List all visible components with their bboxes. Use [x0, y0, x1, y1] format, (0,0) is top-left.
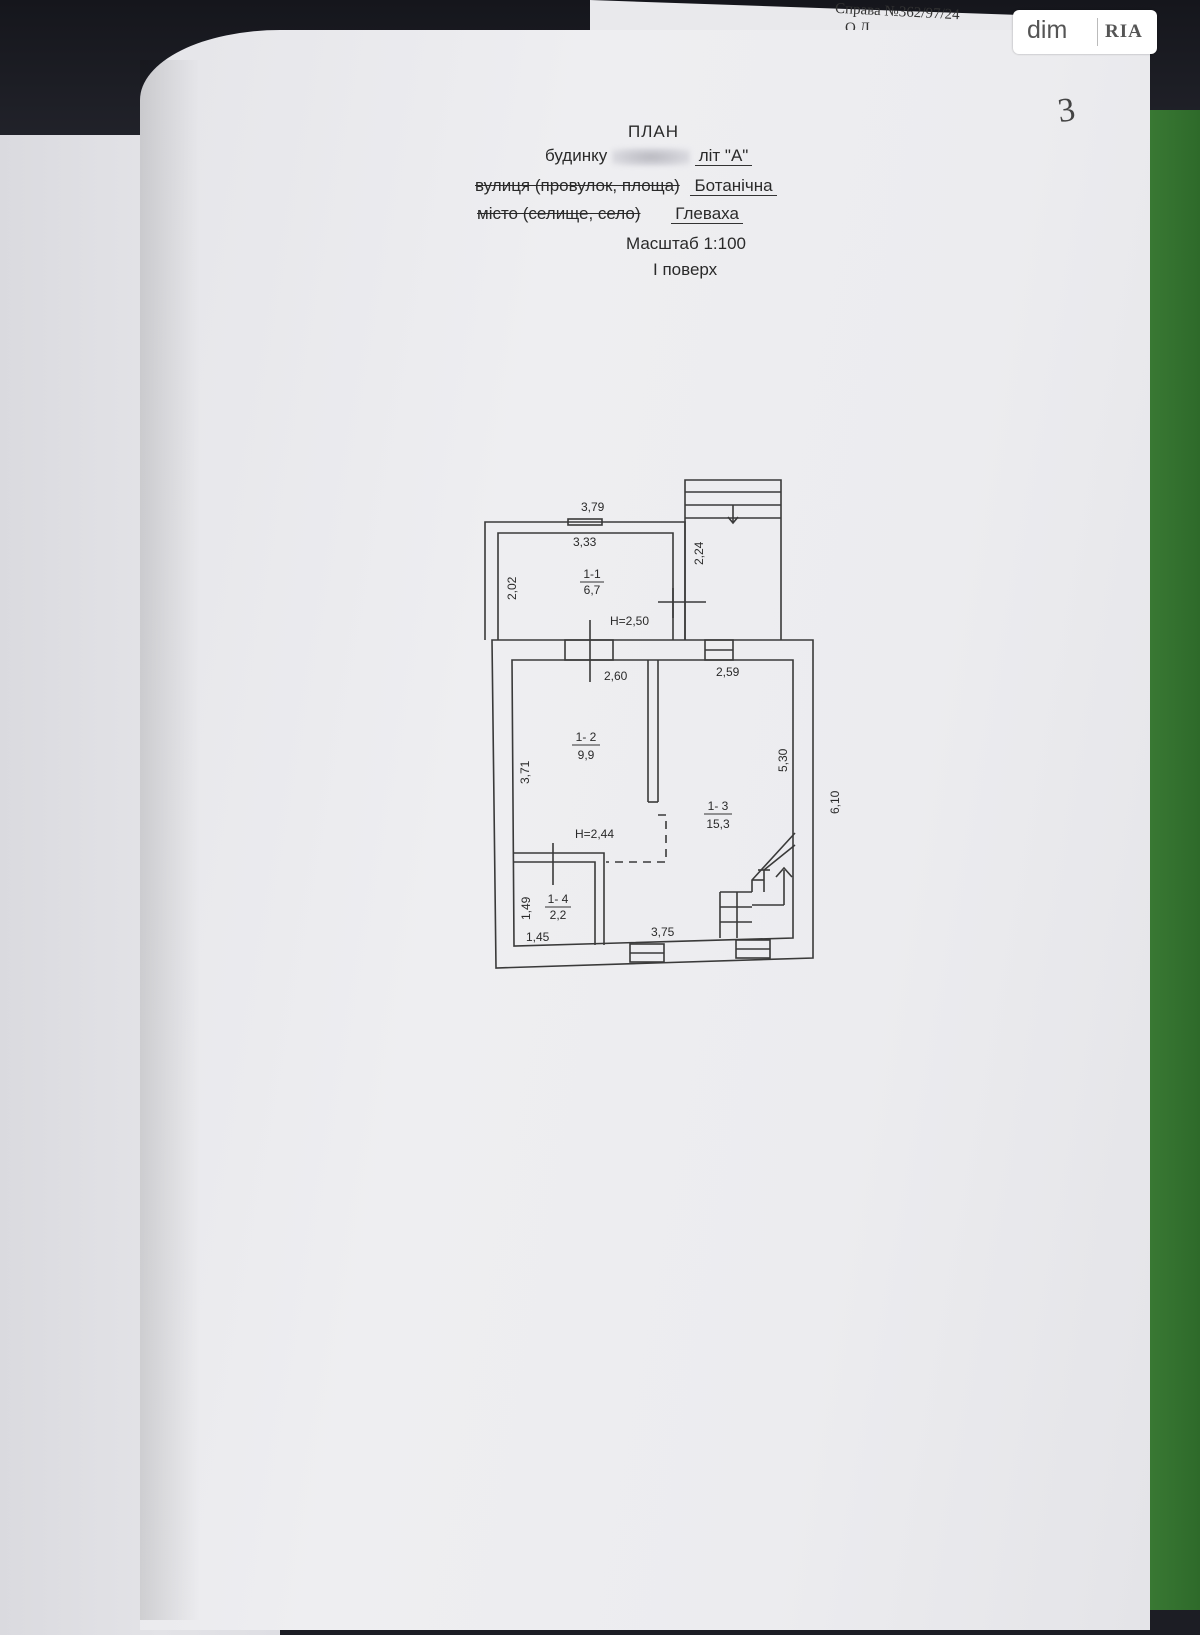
floor-label: I поверх [653, 260, 718, 279]
plan-title: ПЛАН [628, 122, 679, 141]
city-label: місто (селище, село) [477, 204, 641, 223]
stair-upper-edge-2 [763, 844, 796, 892]
dim-room-1-1-height: 2,02 [505, 576, 519, 600]
dim-room-1-4-width: 1,45 [526, 930, 550, 944]
dim-room-1-3-width: 2,59 [716, 665, 740, 679]
dim-outer-height: 6,10 [828, 790, 842, 814]
height-room-1-1: H=2,50 [610, 614, 649, 628]
height-room-1-2: H=2,44 [575, 827, 614, 841]
room-1-2-area: 9,9 [578, 748, 595, 762]
window-room-1-1 [567, 518, 603, 526]
room-1-3-id: 1- 3 [708, 799, 729, 813]
door-room-1-1-1-2 [564, 639, 614, 661]
room-1-2-id: 1- 2 [576, 730, 597, 744]
logo-separator [1097, 18, 1098, 46]
room-1-1-area: 6,7 [584, 583, 601, 597]
floor-plan: 1-1 6,7 1- 2 9,9 1- 3 15,3 1- 4 2,2 H=2,… [484, 479, 842, 969]
dim-top-outer: 3,79 [581, 500, 605, 514]
room-1-4-wall-inner [514, 861, 596, 945]
dim-ria-logo: dim RIA [1013, 10, 1157, 54]
main-outer-wall [491, 639, 814, 969]
building-line: будинку літ "А" [545, 146, 753, 166]
dim-room-1-2-width: 2,60 [604, 669, 628, 683]
green-folder-edge [1140, 110, 1200, 1610]
room-1-4-id: 1- 4 [548, 892, 569, 906]
street-line: вулиця (провулок, площа) Ботанічна [475, 176, 777, 196]
building-label: будинку [545, 146, 608, 165]
room-1-1-id: 1-1 [583, 567, 601, 581]
dim-top-inner: 3,33 [573, 535, 597, 549]
city-line: місто (селище, село) Глеваха [477, 204, 743, 224]
porch-arrow-head [727, 516, 739, 525]
opening-dashed [606, 814, 667, 863]
city-value: Глеваха [671, 204, 743, 224]
dim-bottom-inner: 3,75 [651, 925, 675, 939]
document-page [140, 30, 1150, 1630]
room-1-4-wall-outer [514, 852, 605, 945]
street-label: вулиця (провулок, площа) [475, 176, 680, 195]
logo-ria-text: RIA [1105, 21, 1143, 42]
stair-arrow-head [775, 866, 793, 878]
logo-dim-text: dim [1027, 16, 1068, 44]
dim-room-1-3-height: 5,30 [776, 748, 790, 772]
scale-label: Масштаб 1:100 [626, 234, 746, 253]
street-value: Ботанічна [690, 176, 777, 196]
room-1-4-area: 2,2 [550, 908, 567, 922]
dim-porch-length: 2,24 [692, 541, 706, 565]
room-1-3-area: 15,3 [706, 817, 730, 831]
room-1-1-inner-wall [497, 532, 674, 640]
redacted-area [611, 147, 690, 166]
spine-shadow [140, 60, 200, 1620]
dim-room-1-2-height: 3,71 [518, 760, 532, 784]
dim-room-1-4-height: 1,49 [519, 896, 533, 920]
porch-outer-wall [684, 479, 782, 640]
main-inner-wall [511, 659, 794, 947]
building-letter: літ "А" [694, 146, 753, 166]
